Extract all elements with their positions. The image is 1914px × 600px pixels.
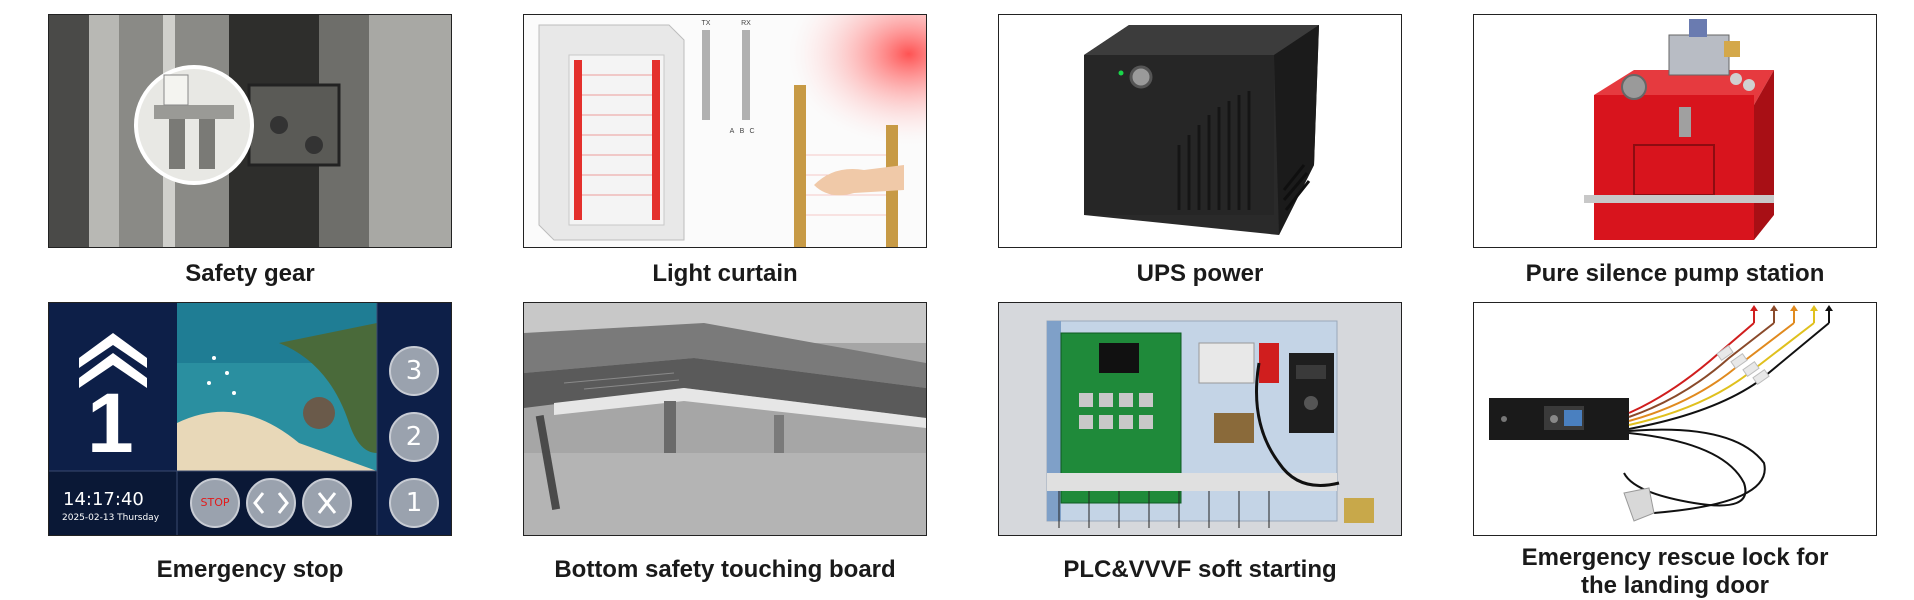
card-safety-gear[interactable]: Safety gear	[48, 14, 452, 288]
ups-power-image	[999, 15, 1401, 247]
caption-emergency-stop: Emergency stop	[156, 556, 344, 583]
light-curtain-image: TX RX A B C	[524, 15, 926, 247]
floor-button-2[interactable]: 2	[405, 422, 423, 452]
emergency-stop-image	[49, 303, 451, 535]
pump-station-image	[1474, 15, 1876, 247]
screen-time: 14:17:40	[63, 489, 144, 510]
card-emergency-stop[interactable]: 1 14:17:40 2025-02-13 Thursday STOP 3 2 …	[48, 302, 452, 584]
label-rx: RX	[741, 20, 751, 27]
floor-button-1[interactable]: 1	[405, 488, 423, 518]
bottom-safety-board-image	[524, 303, 926, 535]
plc-vvvf-photo	[998, 302, 1402, 536]
caption-pump-station: Pure silence pump station	[1525, 260, 1825, 287]
safety-gear-image	[49, 15, 451, 247]
card-bottom-safety-board[interactable]: Bottom safety touching board	[523, 302, 927, 584]
screen-date: 2025-02-13 Thursday	[62, 513, 160, 523]
caption-bottom-safety-board: Bottom safety touching board	[554, 556, 896, 583]
card-rescue-lock[interactable]: Emergency rescue lock for the landing do…	[1473, 302, 1877, 600]
bottom-safety-board-photo	[523, 302, 927, 536]
plc-vvvf-image	[999, 303, 1401, 535]
floor-button-3[interactable]: 3	[405, 356, 423, 386]
caption-plc-vvvf: PLC&VVVF soft starting	[1063, 556, 1337, 583]
caption-rescue-lock: Emergency rescue lock for the landing do…	[1521, 544, 1829, 599]
caption-light-curtain: Light curtain	[652, 260, 798, 287]
caption-ups-power: UPS power	[1136, 260, 1264, 287]
emergency-stop-photo: 1 14:17:40 2025-02-13 Thursday STOP 3 2 …	[48, 302, 452, 536]
card-plc-vvvf[interactable]: PLC&VVVF soft starting	[998, 302, 1402, 584]
caption-safety-gear: Safety gear	[185, 260, 315, 287]
safety-gear-photo	[48, 14, 452, 248]
stop-button-label[interactable]: STOP	[200, 496, 230, 509]
label-a: A	[730, 128, 735, 135]
pump-station-photo	[1473, 14, 1877, 248]
rescue-lock-photo	[1473, 302, 1877, 536]
label-c: C	[749, 128, 754, 135]
label-tx: TX	[702, 20, 711, 27]
light-curtain-photo: TX RX A B C	[523, 14, 927, 248]
ups-power-photo	[998, 14, 1402, 248]
label-b: B	[740, 128, 745, 135]
rescue-lock-image	[1474, 303, 1876, 535]
card-pump-station[interactable]: Pure silence pump station	[1473, 14, 1877, 288]
card-ups-power[interactable]: UPS power	[998, 14, 1402, 288]
card-light-curtain[interactable]: TX RX A B C	[523, 14, 927, 288]
floor-number: 1	[87, 376, 134, 470]
